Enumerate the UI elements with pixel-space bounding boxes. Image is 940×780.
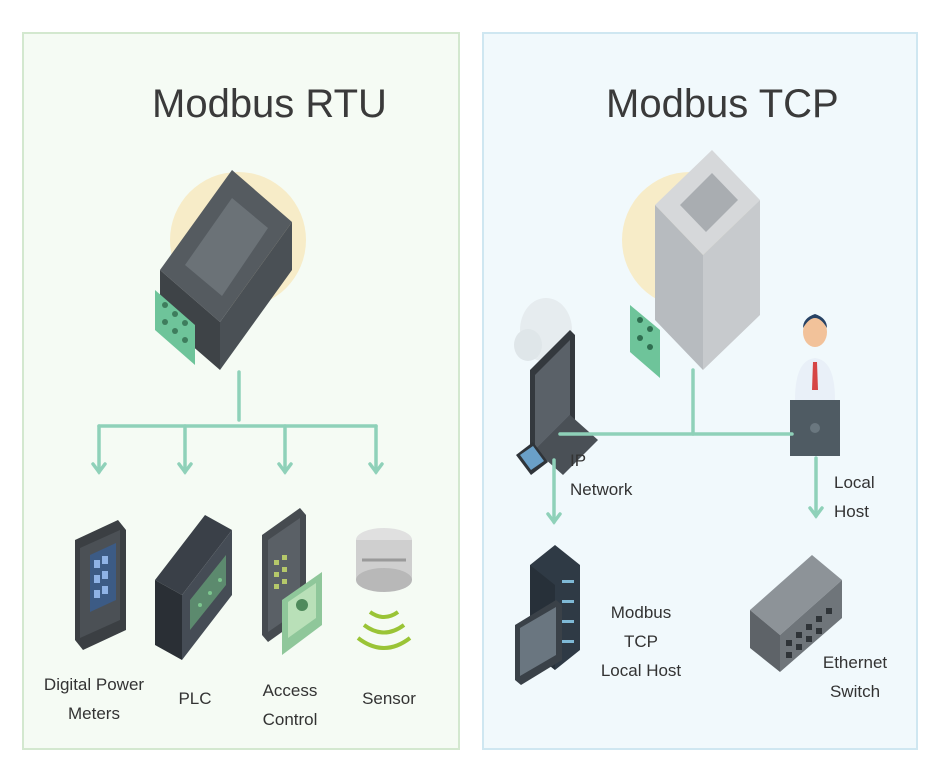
local-host-person-icon [790,314,840,456]
plc-icon [155,515,232,660]
monitor-icon [515,600,562,685]
sensor-icon [356,528,412,650]
phone-icon [516,442,548,475]
local-host-label: Local Host [834,473,875,521]
sensor-label: Sensor [362,689,416,708]
plc-label: PLC [178,689,212,708]
laptop-icon [530,330,598,475]
ip-network-label: IP Network [570,451,633,499]
ethernet-switch-label: Ethernet Switch [822,653,888,701]
access-control-label: Access Control [262,681,318,729]
access-control-icon [262,508,322,655]
rtu-connectors [91,370,384,475]
modbus-tcp-local-host-label: Modbus TCP Local Host [600,603,682,680]
tcp-connectors [546,368,824,525]
modbus-tcp-gateway-icon [630,150,760,378]
rtu-title: Modbus RTU [152,82,387,126]
power-meter-label: Digital Power Meters [43,675,145,723]
tcp-title: Modbus TCP [606,82,839,126]
modbus-rtu-gateway-icon [155,170,292,370]
ethernet-switch-icon [750,555,842,672]
power-meter-icon [75,520,126,650]
